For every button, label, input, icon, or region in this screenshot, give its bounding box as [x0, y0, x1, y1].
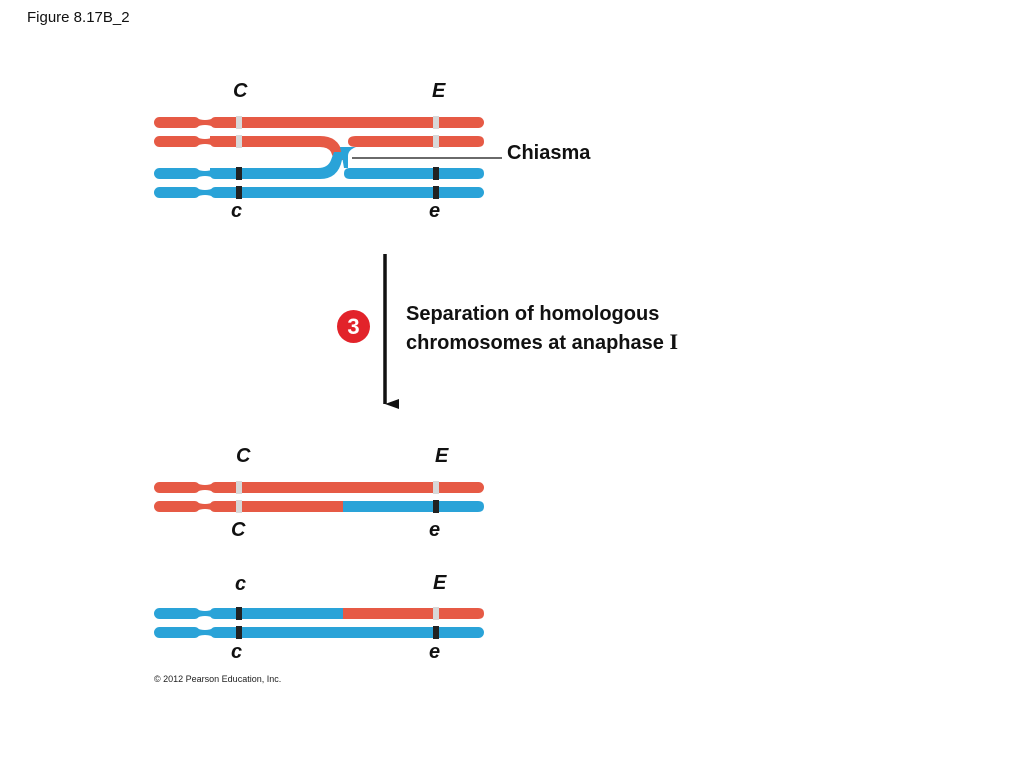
gene-label-c-result2-upper: c — [235, 573, 247, 595]
homologous-pair-crossing-over — [154, 116, 502, 199]
gene-label-E-result1-upper: E — [435, 445, 449, 467]
figure-label: Figure 8.17B_2 — [27, 9, 130, 26]
gene-label-c-top: c — [231, 200, 243, 222]
gene-label-e-result2-lower: e — [429, 641, 441, 663]
step-text-line-2: chromosomes at anaphase I — [406, 328, 746, 357]
copyright-notice: © 2012 Pearson Education, Inc. — [154, 674, 282, 684]
result-maternal-chromosome — [154, 481, 484, 513]
gene-label-C-top: C — [233, 80, 248, 102]
gene-bands-top — [236, 116, 439, 199]
gene-label-C-result1-upper: C — [236, 445, 251, 467]
gene-label-e-top: e — [429, 200, 441, 222]
paternal-chromatid-1 — [154, 147, 484, 179]
step-text-line-2-main: chromosomes at anaphase — [406, 332, 670, 354]
gene-label-c-result2-lower: c — [231, 641, 243, 663]
maternal-chromatid-2 — [154, 136, 484, 160]
paternal-chromatid-2 — [154, 187, 484, 198]
maternal-chromatid-1 — [154, 117, 484, 128]
step-number-badge: 3 — [337, 310, 370, 343]
gene-label-e-result1-lower: e — [429, 519, 441, 541]
step-text-line-1: Separation of homologous — [406, 303, 660, 325]
result-paternal-chromosome — [154, 607, 484, 639]
step-text-roman: I — [669, 329, 678, 354]
step-description: Separation of homologous chromosomes at … — [406, 301, 746, 357]
gene-label-C-result1-lower: C — [231, 519, 246, 541]
gene-label-E-result2-upper: E — [433, 572, 447, 594]
gene-label-E-top: E — [432, 80, 446, 102]
chiasma-label: Chiasma — [507, 142, 591, 164]
